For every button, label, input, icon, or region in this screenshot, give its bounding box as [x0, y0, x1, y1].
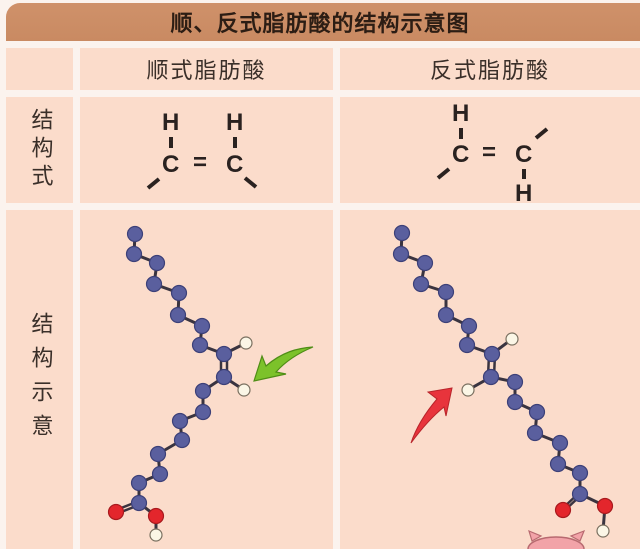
hydrogen-atom [149, 528, 163, 542]
carbon-atom [551, 434, 569, 452]
carbon-atom [506, 373, 524, 391]
diagram-row-label-cell: 结构示意 [6, 210, 73, 549]
oxygen-atom [107, 503, 125, 521]
carbon-atom [437, 283, 455, 301]
carbon-atom [482, 368, 500, 386]
cis-column-header: 顺式脂肪酸 [146, 59, 267, 84]
carbon-atom [125, 245, 143, 263]
carbon-atom [191, 336, 209, 354]
carbon-atom [571, 485, 589, 503]
carbon-atom [169, 306, 187, 324]
trans-c-right: C [515, 141, 532, 168]
cis-h-left: H [162, 109, 179, 136]
trans-molecule-bonds [399, 232, 607, 532]
carbon-atom [130, 494, 148, 512]
carbon-atom [458, 336, 476, 354]
cis-diagram-cell [80, 210, 333, 549]
diagram-title: 顺、反式脂肪酸的结构示意图 [170, 12, 470, 37]
formula-row-label: 结构式 [27, 108, 53, 192]
molecule-atoms [107, 224, 614, 542]
trans-c-left: C [452, 141, 469, 168]
carbon-atom [412, 275, 430, 293]
carbon-atom [149, 445, 167, 463]
carbon-atom [437, 306, 455, 324]
carbon-atom [460, 317, 478, 335]
trans-formula-cell [340, 97, 640, 203]
carbon-atom [151, 465, 169, 483]
carbon-atom [215, 345, 233, 363]
cis-double-bond: = [193, 149, 207, 176]
carbon-atom [571, 464, 589, 482]
title-bar: 顺、反式脂肪酸的结构示意图 [6, 3, 640, 41]
carbon-atom [171, 412, 189, 430]
cis-header-cell: 顺式脂肪酸 [80, 48, 333, 90]
cis-formula-cell [80, 97, 333, 203]
corner-cell [6, 48, 73, 90]
diagram-row-label: 结构示意 [27, 311, 53, 448]
trans-h-top: H [452, 100, 469, 127]
carbon-atom [145, 275, 163, 293]
carbon-atom [416, 254, 434, 272]
cis-c-left: C [162, 151, 179, 178]
carbon-atom [549, 455, 567, 473]
carbon-atom [194, 382, 212, 400]
trans-column-header: 反式脂肪酸 [429, 59, 550, 84]
carbon-atom [170, 284, 188, 302]
cis-c-right: C [226, 151, 243, 178]
carbon-atom [506, 393, 524, 411]
carbon-atom [173, 431, 191, 449]
hydrogen-atom [237, 383, 251, 397]
trans-highlight-arrow-icon [410, 387, 453, 444]
cis-formula: H H C = C [146, 109, 258, 190]
carbon-atom [194, 403, 212, 421]
carbon-atom [528, 403, 546, 421]
carbon-atom [483, 345, 501, 363]
carbon-atom [393, 224, 411, 242]
hydrogen-atom [505, 332, 519, 346]
carbon-atom [526, 424, 544, 442]
carbon-atom [126, 225, 144, 243]
oxygen-atom [596, 497, 614, 515]
carbon-atom [392, 245, 410, 263]
trans-double-bond: = [482, 139, 496, 166]
oxygen-atom [554, 501, 572, 519]
pig-mascot-icon [527, 529, 586, 549]
trans-formula: H C = C H [436, 100, 549, 207]
carbon-atom [148, 254, 166, 272]
cis-highlight-arrow-icon [253, 346, 314, 382]
carbon-atom [215, 368, 233, 386]
hydrogen-atom [461, 383, 475, 397]
trans-h-bottom: H [515, 180, 532, 207]
carbon-atom [130, 474, 148, 492]
oxygen-atom [147, 507, 165, 525]
cis-h-right: H [226, 109, 243, 136]
trans-header-cell: 反式脂肪酸 [340, 48, 640, 90]
carbon-atom [193, 317, 211, 335]
hydrogen-atom [596, 524, 610, 538]
formula-row-label-cell: 结构式 [6, 97, 73, 203]
hydrogen-atom [239, 336, 253, 350]
